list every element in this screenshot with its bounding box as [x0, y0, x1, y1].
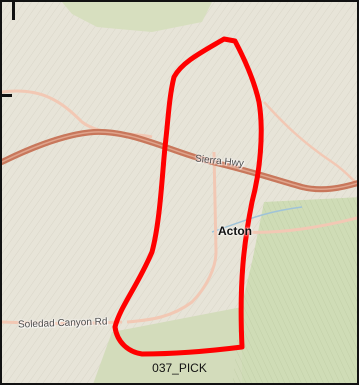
minor-road-canyon: [2, 320, 123, 325]
frame-tick-left: [2, 94, 12, 97]
vegetation-area-top: [62, 2, 212, 32]
minor-road-east: [241, 216, 357, 234]
water-channel: [211, 206, 303, 233]
boundary-label: 037_PICK: [152, 361, 207, 375]
vegetation-area-bottom: [93, 307, 242, 383]
minor-road-central: [126, 151, 218, 324]
vegetation-relief: [232, 197, 357, 383]
minor-road-northeast: [263, 101, 357, 186]
highway-center-line: [2, 131, 357, 190]
frame-tick-top: [12, 2, 15, 20]
boundary-outline[interactable]: [112, 36, 264, 357]
town-label: Acton: [218, 224, 252, 238]
